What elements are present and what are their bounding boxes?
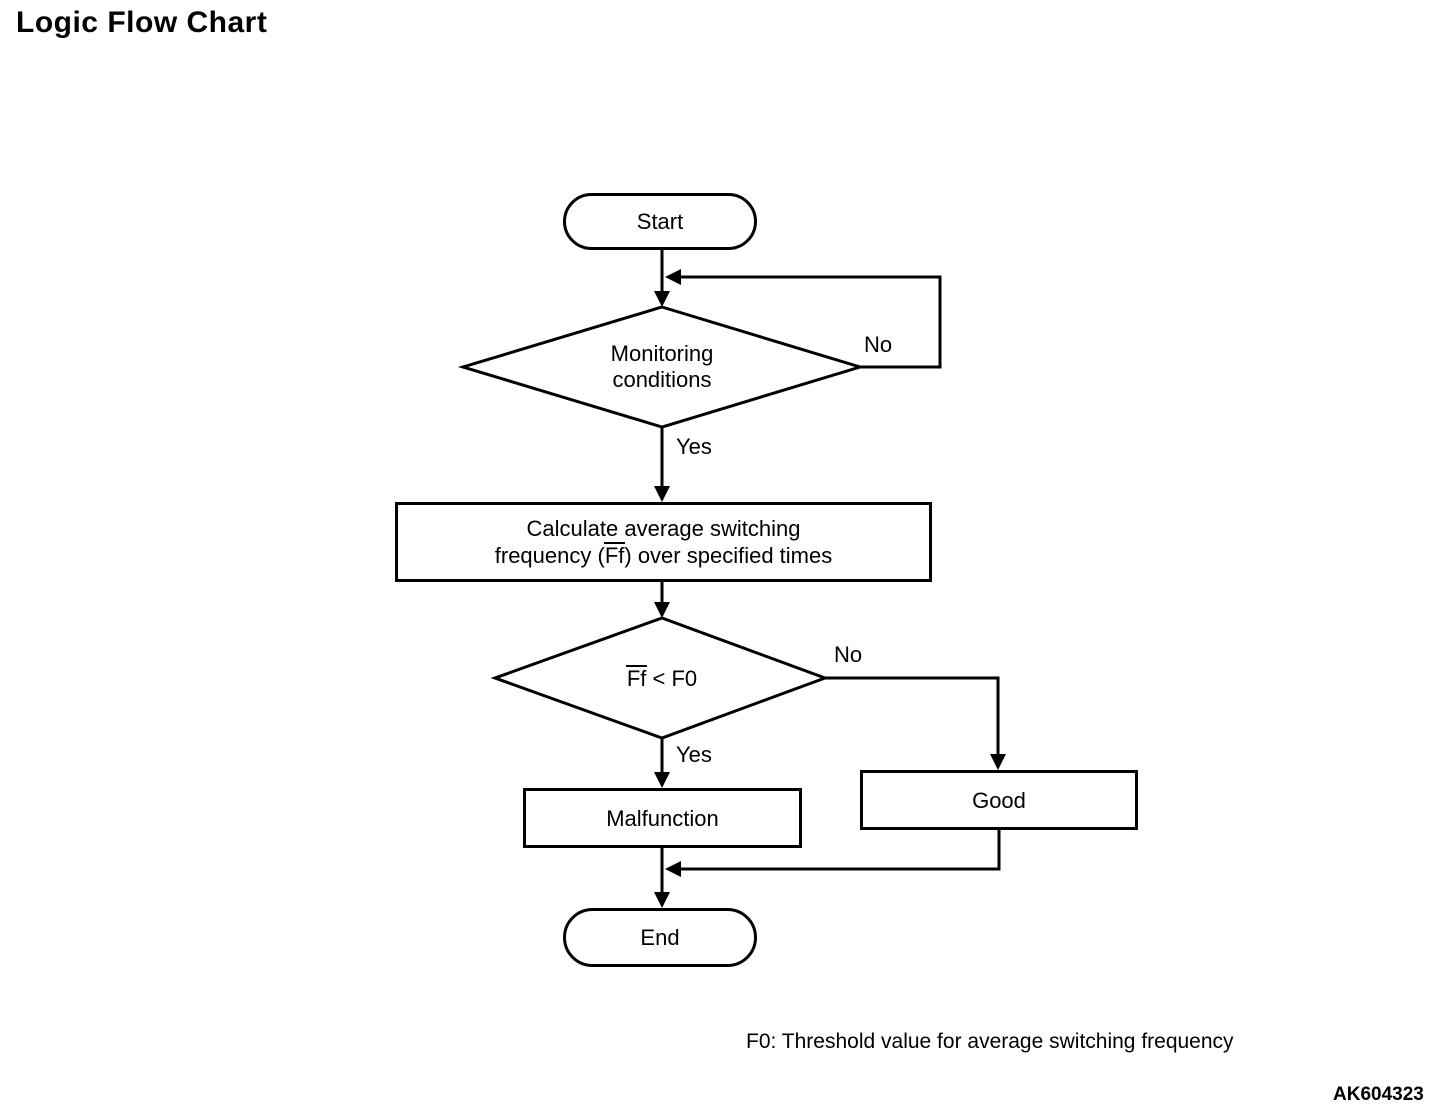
start-label: Start: [636, 209, 684, 234]
process-calculate-ff-overline: Ff: [603, 542, 625, 568]
process-calculate-line1: Calculate average switching: [526, 516, 801, 541]
arrowhead-merge-into-end-line: [665, 861, 681, 877]
decision-threshold-no-label: No: [834, 642, 863, 667]
connector-decision2-no-to-good: [825, 676, 1000, 755]
process-good-box: Good: [860, 770, 1138, 830]
process-malfunction-label: Malfunction: [606, 805, 719, 831]
arrowhead-into-decision1: [654, 291, 670, 307]
decision-monitoring-line1: Monitoring: [610, 341, 714, 366]
decision-threshold-condition: < F0: [646, 666, 698, 691]
page-title: Logic Flow Chart: [16, 6, 268, 39]
decision-threshold-text: Ff < F0: [562, 665, 762, 692]
arrowhead-into-decision2: [654, 602, 670, 618]
arrowhead-into-good: [990, 754, 1006, 770]
connector-no-feedback-loop: [681, 275, 942, 369]
arrowhead-into-end: [654, 892, 670, 908]
start-terminator: Start: [563, 193, 757, 250]
decision-monitoring-text: Monitoring conditions: [562, 341, 762, 393]
arrowhead-into-calculate: [654, 486, 670, 502]
decision-monitoring-line2: conditions: [612, 367, 712, 392]
threshold-footnote: F0: Threshold value for average switchin…: [746, 1030, 1234, 1053]
decision-monitoring-no-label: No: [864, 332, 893, 357]
decision-threshold-yes-label: Yes: [676, 742, 712, 767]
process-malfunction-box: Malfunction: [523, 788, 802, 848]
end-label: End: [640, 925, 680, 950]
process-good-label: Good: [972, 787, 1026, 813]
process-calculate-line2-prefix: frequency (: [494, 543, 605, 568]
figure-code: AK604323: [1333, 1084, 1424, 1105]
process-calculate-line2: frequency (Ff) over specified times: [495, 542, 832, 569]
arrowhead-into-malfunction: [654, 772, 670, 788]
decision-monitoring-yes-label: Yes: [676, 434, 712, 459]
decision-threshold-ff-overline: Ff: [625, 665, 647, 691]
end-terminator: End: [563, 908, 757, 967]
connector-good-merge-to-end-line: [681, 830, 1001, 871]
arrowhead-feedback-into-entry: [665, 269, 681, 285]
process-calculate-box: Calculate average switching frequency (F…: [395, 502, 932, 582]
process-calculate-line2-suffix: ) over specified times: [624, 543, 833, 568]
